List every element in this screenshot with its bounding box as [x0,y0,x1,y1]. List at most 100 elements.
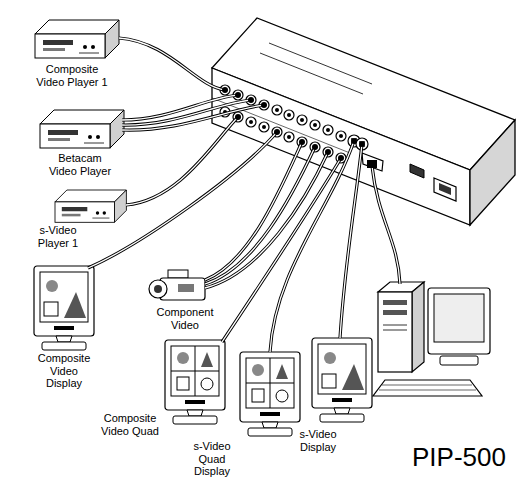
camera-viewfinder [168,270,188,278]
device-label-box: Composite Video Display [33,352,95,390]
device-label: s-Video Display [293,428,343,453]
video-player [35,20,119,58]
model-title: PIP-500 [412,443,506,472]
bnc-connector [272,105,282,115]
device-label: Composite Video Quad [94,412,166,437]
monitor-body [34,266,94,350]
drive-slot [383,300,407,305]
plug [222,87,228,93]
cable [119,38,225,90]
power-inlet [434,178,456,201]
bnc-connector [246,117,256,127]
plug [351,138,357,144]
unit-rear-panel [212,68,470,225]
cable [222,158,341,342]
tower-side [412,282,424,372]
bnc-connector [336,131,346,141]
unit-vent [269,43,372,84]
keyboard-row [382,385,472,386]
device-label: s-Video Player 1 [30,224,86,249]
keyboard-row [379,390,476,391]
cable [126,117,238,205]
monitor-body [240,352,300,436]
cables [88,38,400,352]
unit-vent [260,53,363,94]
camera-panel [178,284,194,292]
screen-picture [44,280,86,318]
cable [205,152,328,288]
cable [340,144,362,338]
unit-end [470,120,515,225]
cable [88,132,277,268]
device-label-box: s-Video Display [293,428,343,453]
device-label: Composite Video Display [33,352,95,390]
plug [274,129,280,135]
plug [325,149,331,155]
plug [261,102,267,108]
monitor [240,352,300,436]
device-label-box: Composite Video Player 1 [32,63,112,88]
cable [88,132,277,268]
monitor-body [312,338,372,422]
plug [359,141,365,147]
bnc-connector [310,120,320,130]
bnc-connector [297,115,307,125]
monitor [312,338,372,422]
cable [372,166,400,284]
keyboard [373,380,482,396]
monitor-body [165,340,225,424]
device-label-box: Composite Video Quad [94,412,166,437]
plug [367,160,377,168]
cable [340,144,362,338]
cable [205,152,328,288]
panel-divider [212,98,350,153]
pc-screen [434,294,484,342]
device-label: Composite Video Player 1 [32,63,112,88]
device-label-box: Betacam Video Player [45,152,115,177]
plugs [222,87,377,168]
cable [122,105,264,130]
monitor [34,266,94,350]
camera-lens [149,280,167,298]
bnc-connector [284,132,294,142]
device-label-box: Component Video [153,306,217,331]
camera-lens-glass [154,285,162,293]
device-label: s-Video Quad Display [189,440,235,478]
device-label: Betacam Video Player [45,152,115,177]
screen-picture [322,352,364,390]
tower-front [378,292,412,372]
cable [126,117,238,205]
screen-quad-picture [171,346,219,396]
bnc-connector [284,110,294,120]
bnc-connector [323,125,333,135]
camera [149,270,205,300]
pc-monitor [428,288,490,354]
pip-unit [212,18,515,225]
cable [222,158,341,342]
monitor [165,340,225,424]
cable [372,166,400,284]
device-label: Component Video [153,306,217,331]
tower-line [383,330,407,331]
screen-quad-picture [246,358,294,408]
computer [373,282,490,396]
cable [205,147,315,284]
video-player [55,190,126,222]
pc-monitor-base [440,356,478,365]
device-label-box: s-Video Player 1 [30,224,86,249]
plug [235,92,241,98]
video-player [40,110,124,148]
power-switch [410,164,424,178]
plug [299,139,305,145]
plug [248,97,254,103]
bnc-connector [259,122,269,132]
cable [205,147,315,284]
device-label-box: s-Video Quad Display [189,440,235,478]
tower-line [383,325,407,326]
drive-slot [383,310,407,315]
power-inlet-pins [439,183,451,195]
plug [338,155,344,161]
cable [119,38,225,90]
plug [312,144,318,150]
